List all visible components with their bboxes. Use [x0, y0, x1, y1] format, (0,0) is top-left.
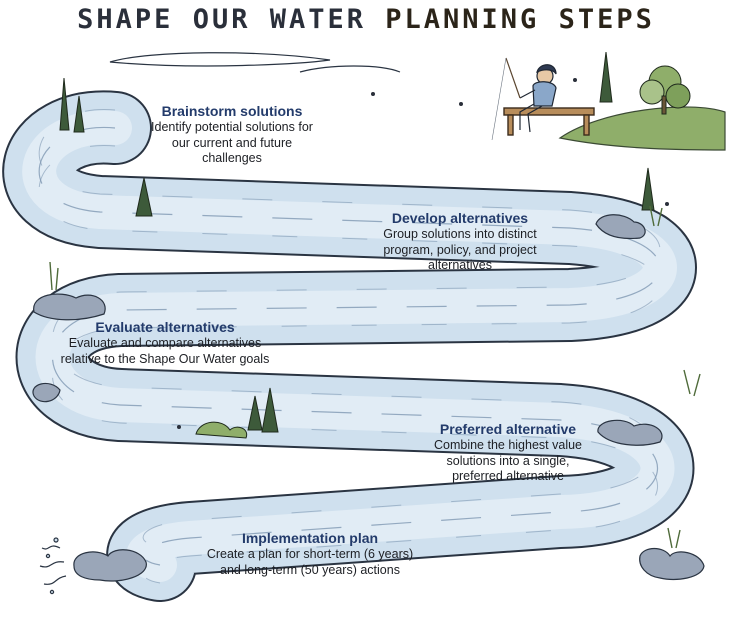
step-brainstorm-solutions: Brainstorm solutions Identify potential … [112, 103, 352, 167]
water-splash-icon [39, 537, 67, 595]
insect-icon [177, 78, 669, 429]
cloud-icon [109, 52, 401, 73]
step-heading: Develop alternatives [391, 210, 529, 226]
step-description-line: Create a plan for short-term (6 years) [206, 547, 414, 561]
step-description-line: Identify potential solutions for [151, 120, 313, 134]
step-description-line: alternatives [428, 258, 492, 272]
step-description-line: Evaluate and compare alternatives [68, 336, 262, 350]
step-description-line: our current and future [171, 135, 293, 150]
step-description-line: Group solutions into distinct [383, 227, 537, 241]
step-description-line: challenges [202, 151, 262, 165]
step-description-line: Combine the highest value [433, 438, 582, 452]
bench-icon [503, 107, 595, 136]
step-implementation-plan: Implementation plan Create a plan for sh… [185, 530, 435, 578]
title-part-1: SHAPE OUR WATER [77, 4, 366, 35]
step-evaluate-alternatives: Evaluate alternatives Evaluate and compa… [40, 319, 290, 367]
step-description-line: solutions into a single, [446, 453, 570, 468]
step-heading: Evaluate alternatives [95, 319, 235, 335]
step-description-line: preferred alternative [452, 469, 564, 483]
page-title: SHAPE OUR WATER PLANNING STEPS [0, 4, 732, 35]
rock-icon [32, 214, 705, 582]
step-heading: Brainstorm solutions [161, 103, 303, 119]
step-description-line: program, policy, and project [383, 242, 537, 257]
step-preferred-alternative: Preferred alternative Combine the highes… [398, 421, 618, 485]
step-description-line: and long-term (50 years) actions [220, 562, 400, 577]
grass-tuft-icon [49, 205, 701, 549]
step-heading: Implementation plan [241, 530, 379, 546]
step-heading: Preferred alternative [439, 421, 577, 437]
pine-tree-icon [59, 51, 655, 433]
bush-icon [195, 65, 691, 439]
step-description-line: relative to the Shape Our Water goals [60, 351, 270, 366]
person-fishing-icon [491, 57, 557, 141]
title-part-2: PLANNING STEPS [385, 4, 655, 35]
step-develop-alternatives: Develop alternatives Group solutions int… [345, 210, 575, 274]
